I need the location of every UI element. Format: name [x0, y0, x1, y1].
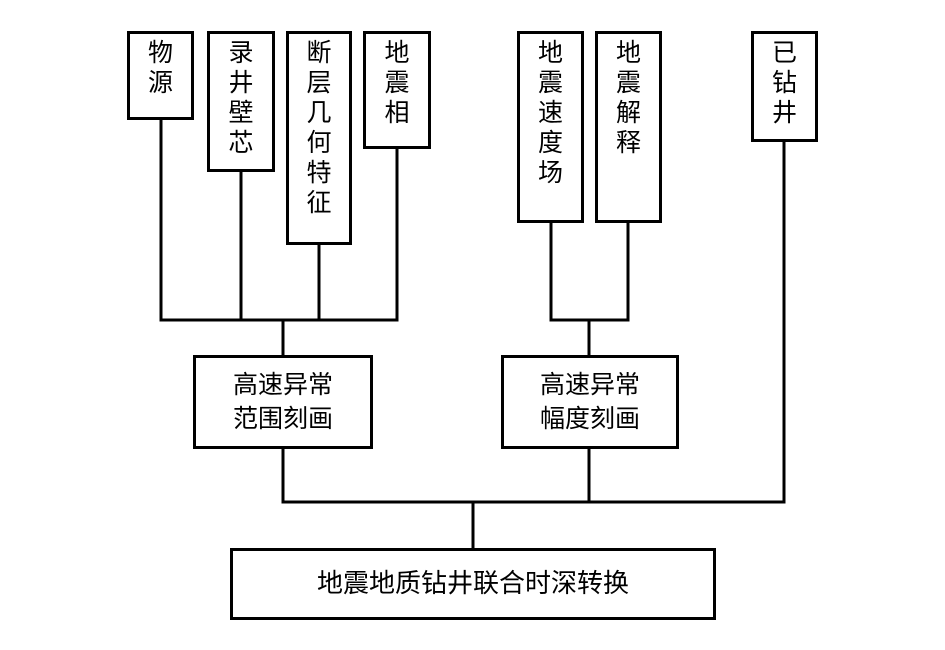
node-time-depth-conversion-label: 地震地质钻井联合时深转换	[316, 569, 629, 599]
node-seismic-interpretation-label: 地震解释	[616, 38, 642, 157]
node-range-characterization-label: 高速异常范围刻画	[233, 370, 334, 433]
node-source: 物源	[127, 31, 194, 120]
node-fault-geometry-label: 断层几何特征	[306, 38, 332, 217]
node-fault-geometry: 断层几何特征	[286, 31, 352, 245]
node-well-log-core-label: 录井壁芯	[228, 38, 254, 157]
node-amplitude-characterization-label: 高速异常幅度刻画	[540, 370, 641, 433]
node-time-depth-conversion: 地震地质钻井联合时深转换	[230, 548, 716, 620]
node-seismic-facies-label: 地震相	[384, 38, 410, 127]
node-drilled-wells-label: 已钻井	[772, 38, 798, 127]
node-well-log-core: 录井壁芯	[207, 31, 275, 172]
node-drilled-wells: 已钻井	[751, 31, 818, 142]
node-seismic-facies: 地震相	[363, 31, 431, 149]
node-source-label: 物源	[148, 38, 174, 97]
node-seismic-interpretation: 地震解释	[595, 31, 662, 223]
node-range-characterization: 高速异常范围刻画	[193, 355, 373, 449]
node-velocity-field: 地震速度场	[517, 31, 584, 223]
node-amplitude-characterization: 高速异常幅度刻画	[501, 355, 679, 449]
node-velocity-field-label: 地震速度场	[538, 38, 564, 187]
